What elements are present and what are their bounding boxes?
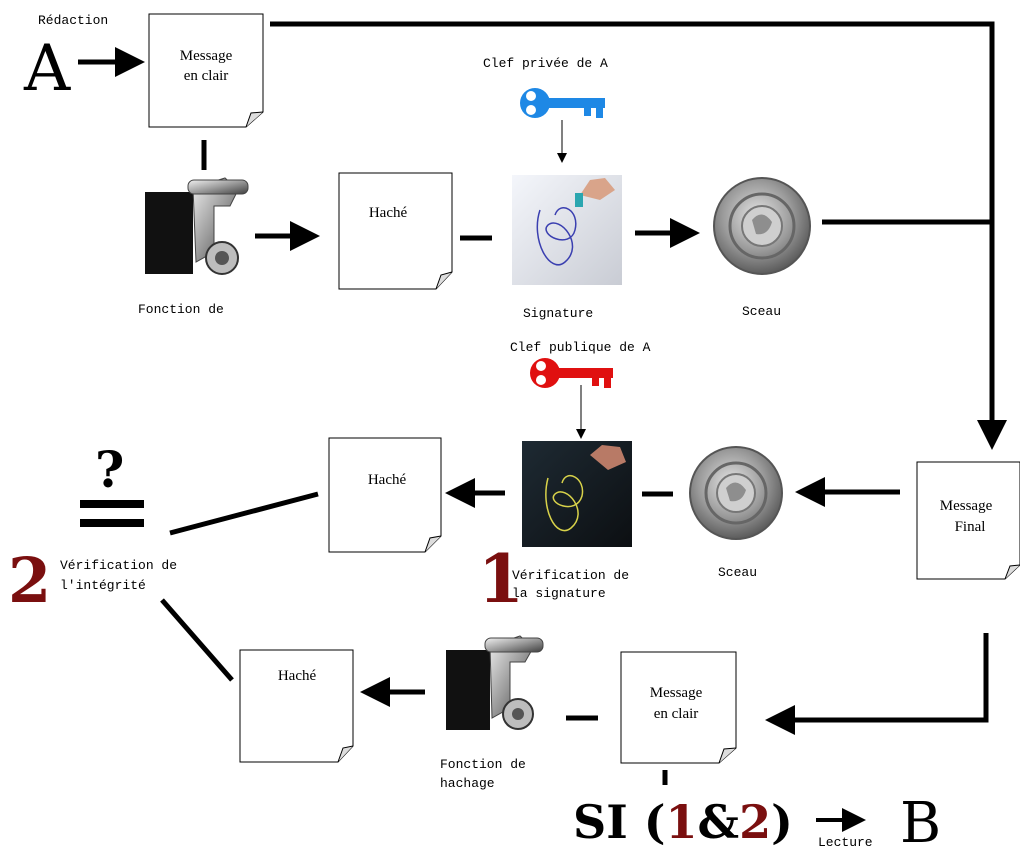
hash-mid-label: Haché: [368, 472, 407, 488]
top-message-line1: Message: [180, 48, 233, 64]
svg-text:SI (1&2): SI (1&2): [573, 795, 793, 849]
private-key-label: Clef privée de A: [483, 56, 608, 71]
condition-prefix: SI (: [573, 795, 666, 849]
bottom-message-line2: en clair: [654, 706, 699, 722]
condition-one: 1: [666, 795, 698, 849]
seal-top-label: Sceau: [742, 304, 781, 319]
condition-suffix: ): [771, 795, 793, 849]
equals-sign-icon: [80, 500, 144, 527]
hash-bottom-document: Haché: [239, 649, 354, 763]
signature-verification-image: [522, 441, 632, 547]
public-key-icon: [530, 358, 613, 388]
final-message-document: Message Final: [916, 461, 1020, 580]
condition-two: 2: [739, 795, 771, 849]
bottom-message-line1: Message: [650, 685, 703, 701]
question-mark: ?: [95, 440, 124, 499]
verif-integrity-line1: Vérification de: [60, 558, 177, 573]
writing-label: Rédaction: [38, 13, 108, 28]
top-message-line2: en clair: [184, 68, 229, 84]
signature-image: [512, 175, 622, 285]
final-message-line1: Message: [940, 498, 993, 514]
hash-bottom-label: Haché: [278, 668, 317, 684]
final-message-line2: Final: [955, 519, 986, 535]
condition-expression: SI (1&2): [573, 795, 793, 849]
hash-function-top-label: Fonction de: [138, 302, 224, 317]
condition-amp: &: [698, 795, 740, 849]
flow-lines: [78, 21, 1007, 832]
hash-top-document: Haché: [338, 172, 453, 290]
hash-mid-document: Haché: [328, 437, 442, 553]
verif-signature-line1: Vérification de: [512, 568, 629, 583]
top-message-document: Message en clair: [148, 13, 264, 128]
meat-grinder-top: [145, 177, 249, 275]
seal-top-icon: [713, 177, 811, 275]
signature-label: Signature: [523, 306, 593, 321]
meat-grinder-bottom: [446, 635, 544, 730]
private-key-icon: [520, 88, 605, 118]
bottom-message-document: Message en clair: [620, 651, 737, 764]
hash-function-bottom-line1: Fonction de: [440, 757, 526, 772]
receiver-letter: B: [900, 791, 941, 851]
verif-signature-number: 1: [478, 540, 524, 618]
reading-label: Lecture: [818, 835, 873, 850]
verif-integrity-line2: l'intégrité: [60, 578, 146, 593]
seal-mid-label: Sceau: [718, 565, 757, 580]
verif-signature-line2: la signature: [512, 586, 606, 601]
seal-mid-icon: [689, 446, 783, 540]
hash-top-label: Haché: [369, 205, 408, 221]
verif-integrity-number: 2: [8, 544, 51, 617]
public-key-label: Clef publique de A: [510, 340, 651, 355]
sender-letter: A: [23, 32, 71, 106]
hash-function-bottom-line2: hachage: [440, 776, 495, 791]
